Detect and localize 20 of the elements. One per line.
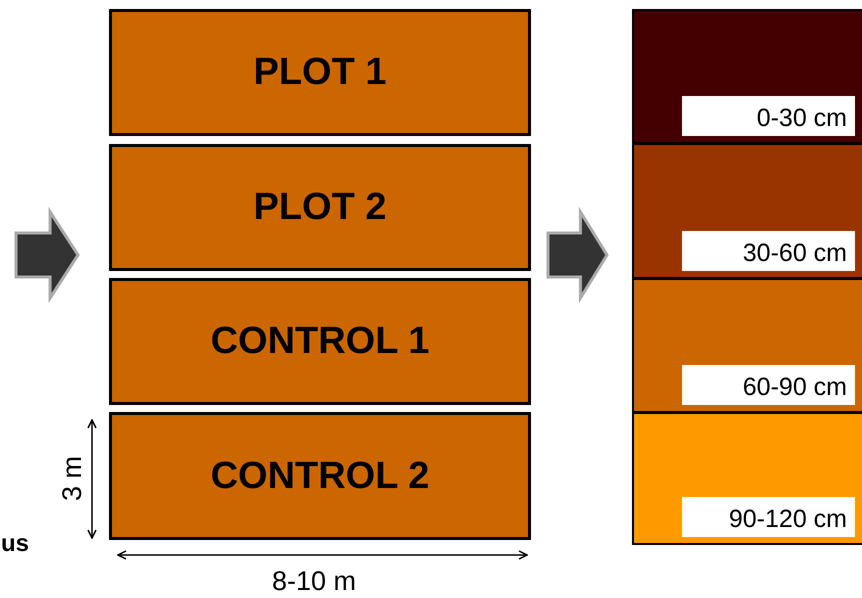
soil-layer xyxy=(632,9,862,144)
plot-box xyxy=(109,9,531,136)
plot-box xyxy=(109,412,531,540)
plot-label: CONTROL 2 xyxy=(210,454,430,498)
depth-label: 60-90 cm xyxy=(682,365,855,405)
cut-off-text: us xyxy=(1,530,30,558)
plot-label: PLOT 2 xyxy=(253,186,387,229)
plot-box xyxy=(109,278,531,405)
dimension-label: 8-10 m xyxy=(272,566,356,597)
soil-layer xyxy=(632,143,862,279)
dimension-label: 3 m xyxy=(57,456,88,501)
soil-layer xyxy=(632,412,862,545)
soil-layer xyxy=(632,278,862,413)
depth-label: 0-30 cm xyxy=(682,96,855,136)
depth-label: 30-60 cm xyxy=(682,231,855,271)
plot-label: CONTROL 1 xyxy=(210,320,430,363)
depth-label: 90-120 cm xyxy=(682,497,855,537)
plot-label: PLOT 1 xyxy=(253,51,387,94)
block-arrow xyxy=(546,206,609,304)
plot-box xyxy=(109,144,531,271)
